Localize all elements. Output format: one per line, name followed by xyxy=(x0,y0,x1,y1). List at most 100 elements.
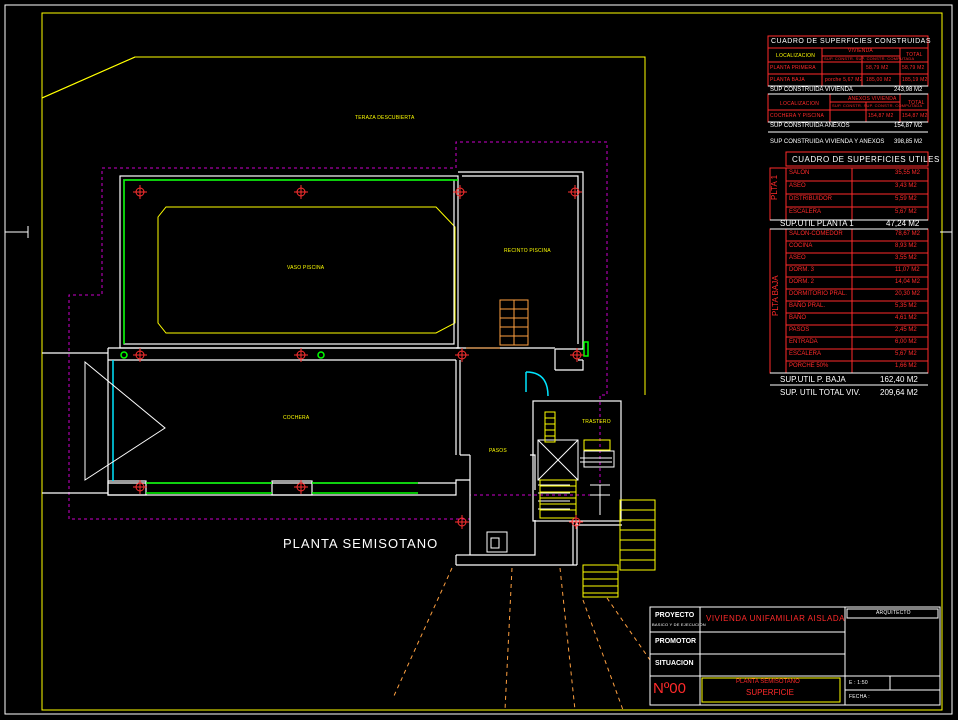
room-label-vaso: VASO PISCINA xyxy=(287,265,325,271)
sup-total-label: SUP CONSTRUIDA VIVIENDA Y ANEXOS xyxy=(770,139,885,145)
anexos-head-loc: LOCALIZACION xyxy=(780,101,820,107)
promotor-label: PROMOTOR xyxy=(655,638,697,645)
sup-viv-value: 243,98 M2 xyxy=(894,87,923,93)
construidas-head-viv-sub: SUP. CONSTR. SUP. CONSTR. COMPUTADA xyxy=(824,56,915,61)
utiles-row-name: SALON-COMEDOR xyxy=(789,231,843,237)
utiles-row-name: COCINA xyxy=(789,243,813,249)
axis-marker xyxy=(453,185,467,199)
utiles-row-name: ENTRADA xyxy=(789,339,818,345)
axis-marker xyxy=(294,348,308,362)
utiles-p1-total-value: 47,24 M2 xyxy=(886,219,920,228)
utiles-row-name: PASOS xyxy=(789,327,810,333)
sheet-frame xyxy=(4,4,953,715)
ramp-triangle xyxy=(84,360,166,481)
utiles-row-name: ASEO xyxy=(789,255,806,261)
utiles-p1-total-label: SUP.UTIL PLANTA 1 xyxy=(780,219,854,228)
utiles-row-value: 3,55 M2 xyxy=(895,255,917,261)
utiles-row-value: 1,66 M2 xyxy=(895,363,917,369)
construidas-row2-total: 185,19 M2 xyxy=(902,77,928,83)
construidas-head-viv: VIVIENDA xyxy=(848,48,873,54)
yellow-stairs xyxy=(539,411,656,598)
splay-lines xyxy=(392,567,651,711)
room-label-trastero: TRASTERO xyxy=(582,419,611,425)
utiles-row-name: PORCHE 50% xyxy=(789,363,829,369)
utiles-grand-value: 209,64 M2 xyxy=(880,388,918,397)
utiles-row-name: ASEO xyxy=(789,183,806,189)
axis-marker xyxy=(294,185,308,199)
proyecto-value: VIVIENDA UNIFAMILIAR AISLADA xyxy=(706,614,845,623)
construidas-row2-b: 185,00 M2 xyxy=(866,77,892,83)
axis-marker xyxy=(569,515,583,529)
utiles-row-value: 8,93 M2 xyxy=(895,243,917,249)
structural-axes xyxy=(133,185,584,529)
utiles-row-name: SALON xyxy=(789,170,810,176)
anexos-head-total: TOTAL xyxy=(908,100,925,106)
anexos-head-sub: SUP. CONSTR. SUP. CONSTR. COMPUTADA xyxy=(832,103,923,108)
utiles-pb-total-label: SUP.UTIL P. BAJA xyxy=(780,375,846,384)
utiles-row-value: 14,04 M2 xyxy=(895,279,921,285)
arquitecto-label: ARQUITECTO xyxy=(876,610,911,616)
utiles-row-value: 6,00 M2 xyxy=(895,339,917,345)
construidas-row1-loc: PLANTA PRIMERA xyxy=(770,65,816,71)
construidas-row1-b: 58,79 M2 xyxy=(866,65,889,71)
utiles-row-value: 2,45 M2 xyxy=(895,327,917,333)
plan-title: PLANTA SEMISOTANO xyxy=(283,536,439,551)
utiles-row-name: BAÑO PRAL. xyxy=(789,303,826,309)
sup-total-value: 398,85 M2 xyxy=(894,139,923,145)
plano-line1: PLANTA SEMISOTANO xyxy=(736,679,800,685)
terrace-outline xyxy=(41,56,646,395)
plano-numero: Nº00 xyxy=(653,680,686,697)
anexos-row1-b: 154,87 M2 xyxy=(868,113,894,119)
utiles-row-value: 78,67 M2 xyxy=(895,231,921,237)
sup-anexos-value: 154,87 M2 xyxy=(894,123,923,129)
situacion-label: SITUACION xyxy=(655,660,694,667)
utiles-row-name: DORM. 3 xyxy=(789,267,815,273)
fecha: FECHA : xyxy=(849,694,870,700)
proyecto-label: PROYECTO xyxy=(655,612,695,619)
construidas-head-loc: LOCALIZACION xyxy=(776,53,816,59)
utiles-row-value: 11,07 M2 xyxy=(895,267,920,273)
utiles-grand-label: SUP. UTIL TOTAL VIV. xyxy=(780,388,861,397)
anexos-head-anex: ANEXOS VIVIENDA xyxy=(848,96,897,102)
anexos-row1-loc: COCHERA Y PISCINA xyxy=(770,113,825,119)
utiles-title: CUADRO DE SUPERFICIES UTILES xyxy=(792,155,940,164)
room-label-terraza: TERAZA DESCUBIERTA xyxy=(355,115,415,121)
axis-marker xyxy=(294,480,308,494)
room-label-pasos: PASOS xyxy=(489,448,507,454)
room-label-cochera: COCHERA xyxy=(283,415,310,421)
room-label-recinto: RECINTO PISCINA xyxy=(504,248,551,254)
utiles-row-value: 5,67 M2 xyxy=(895,351,917,357)
axis-marker xyxy=(570,348,584,362)
axis-marker xyxy=(133,348,147,362)
axis-marker xyxy=(568,185,582,199)
utiles-row-name: DORMITORIO PRAL. xyxy=(789,291,847,297)
utiles-row-name: DORM. 2 xyxy=(789,279,815,285)
pool-basin xyxy=(157,206,456,334)
anexos-row1-total: 154,87 M2 xyxy=(902,113,928,119)
utiles-row-value: 5,59 M2 xyxy=(895,196,917,202)
sup-viv-label: SUP CONSTRUIDA VIVIENDA xyxy=(770,87,853,93)
axis-marker xyxy=(133,480,147,494)
cyan-elements xyxy=(112,360,549,481)
utiles-row-name: BAÑO xyxy=(789,315,807,321)
utiles-row-name: DISTRIBUIDOR xyxy=(789,196,833,202)
utiles-row-value: 4,61 M2 xyxy=(895,315,917,321)
construidas-row1-total: 58,79 M2 xyxy=(902,65,925,71)
axis-marker xyxy=(455,348,469,362)
construidas-row2-a: porche 5,67 M2 xyxy=(825,77,863,83)
utiles-row-value: 20,30 M2 xyxy=(895,291,921,297)
escala: E : 1:50 xyxy=(849,680,868,686)
sup-anexos-label: SUP CONSTRUIDA ANEXOS xyxy=(770,123,850,129)
utiles-pb-total-value: 162,40 M2 xyxy=(880,375,918,384)
utiles-row-name: ESCALERA xyxy=(789,209,822,215)
utiles-row-name: ESCALERA xyxy=(789,351,822,357)
pool-stairs xyxy=(466,299,529,349)
utiles-row-value: 5,67 M2 xyxy=(895,209,917,215)
utiles-row-value: 3,43 M2 xyxy=(895,183,917,189)
utiles-row-value: 35,55 M2 xyxy=(895,170,921,176)
construidas-row2-loc: PLANTA BAJA xyxy=(770,77,805,83)
construidas-title: CUADRO DE SUPERFICIES CONSTRUIDAS xyxy=(771,38,932,45)
